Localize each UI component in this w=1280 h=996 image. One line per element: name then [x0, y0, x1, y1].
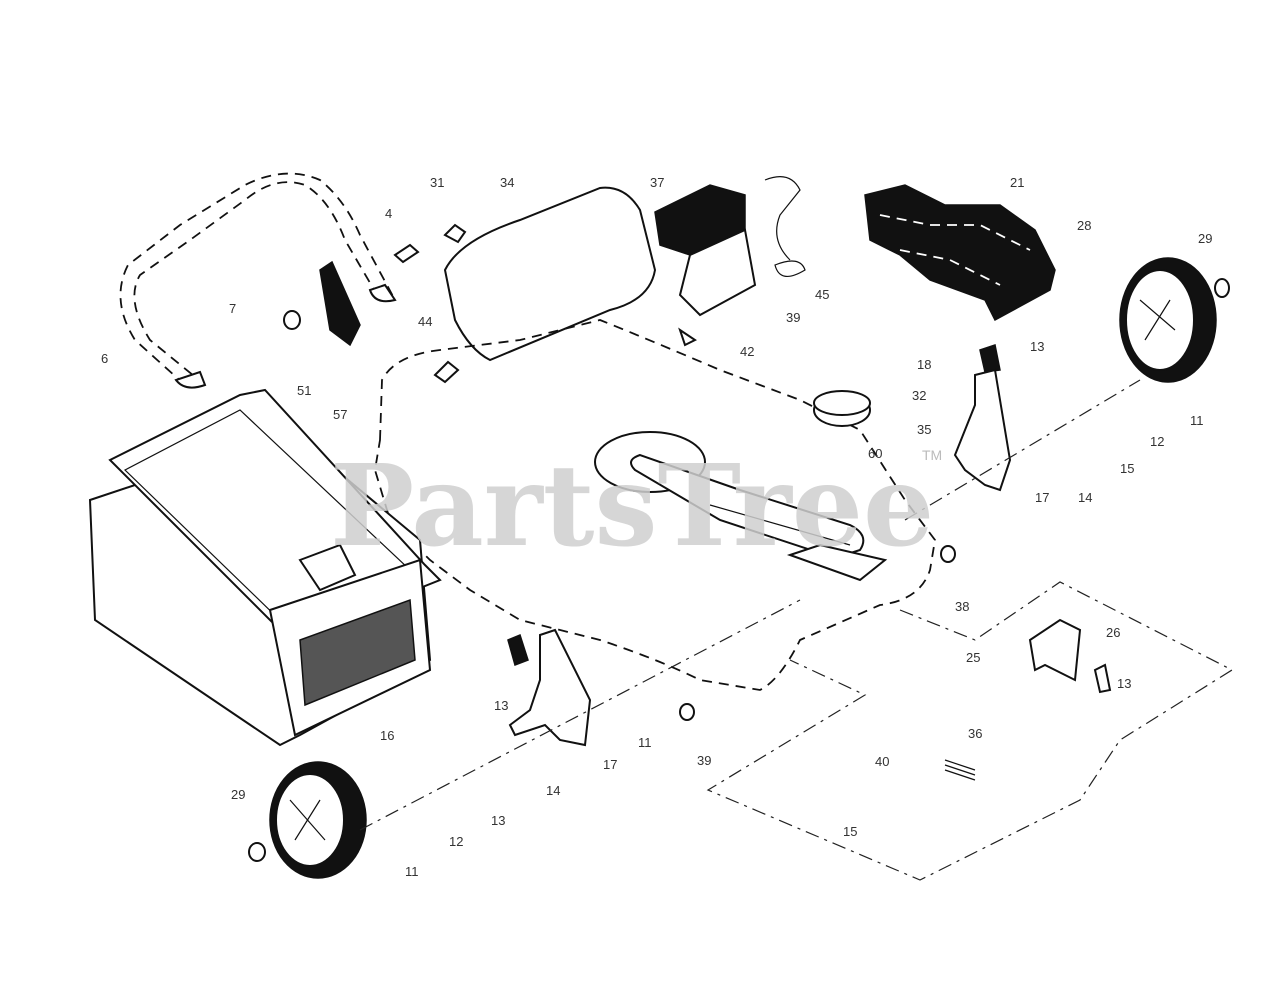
watermark-trademark: TM — [922, 447, 942, 463]
callout-34: 34 — [500, 175, 514, 190]
callout-11-mid: 11 — [638, 735, 652, 750]
callout-15-blade: 15 — [843, 824, 857, 839]
callout-29-rear: 29 — [231, 787, 245, 802]
callout-57: 57 — [333, 407, 347, 422]
callout-45: 45 — [815, 287, 829, 302]
drive-belt-part[interactable] — [594, 431, 888, 582]
deck-disc-part[interactable] — [813, 390, 871, 427]
front-cover-part[interactable] — [864, 184, 1056, 322]
callout-31: 31 — [430, 175, 444, 190]
handle-part[interactable] — [119, 172, 397, 389]
callout-28-front: 28 — [1077, 218, 1091, 233]
callout-42: 42 — [740, 344, 754, 359]
watermark-text: PartsTree — [330, 441, 934, 572]
callout-36: 36 — [968, 726, 982, 741]
callout-40: 40 — [875, 754, 889, 769]
callout-60: 60 — [868, 446, 882, 461]
callout-32: 32 — [912, 388, 926, 403]
callout-25: 25 — [966, 650, 980, 665]
callout-13-blade: 13 — [1117, 676, 1131, 691]
callout-6: 6 — [101, 351, 108, 366]
callout-15-front: 15 — [1120, 461, 1134, 476]
callout-51: 51 — [297, 383, 311, 398]
callout-11-rear: 11 — [405, 864, 419, 879]
callout-21: 21 — [1010, 175, 1024, 190]
axle-lines — [359, 379, 1141, 831]
wheel-front-part[interactable] — [1119, 257, 1230, 383]
height-adjuster-rear-part[interactable] — [507, 628, 592, 747]
callout-7: 7 — [229, 301, 236, 316]
callout-17-rear: 17 — [603, 757, 617, 772]
callout-16: 16 — [380, 728, 394, 743]
callout-11-front: 11 — [1190, 413, 1204, 428]
washer-part[interactable] — [679, 545, 956, 721]
rear-cover-part[interactable] — [443, 186, 657, 362]
callout-26: 26 — [1106, 625, 1120, 640]
blade-assembly-box — [706, 581, 1234, 881]
callout-29-front: 29 — [1198, 231, 1212, 246]
wheel-rear-part[interactable] — [248, 761, 367, 879]
callout-39-blade: 39 — [697, 753, 711, 768]
blade-adapter-part[interactable] — [944, 618, 1112, 781]
callout-14-front: 14 — [1078, 490, 1092, 505]
callout-18: 18 — [917, 357, 931, 372]
callout-38: 38 — [955, 599, 969, 614]
callout-12-rear: 12 — [449, 834, 463, 849]
handle-bracket-part[interactable] — [283, 260, 361, 347]
callout-13-front: 13 — [1030, 339, 1044, 354]
callout-13-axle: 13 — [491, 813, 505, 828]
callout-4: 4 — [385, 206, 392, 221]
height-adjuster-front-part[interactable] — [953, 344, 1012, 492]
callout-35: 35 — [917, 422, 931, 437]
callout-12-front: 12 — [1150, 434, 1164, 449]
mower-deck-part[interactable] — [374, 319, 936, 691]
callout-44: 44 — [418, 314, 432, 329]
callout-37: 37 — [650, 175, 664, 190]
callout-14-rear: 14 — [546, 783, 560, 798]
grass-catcher-part[interactable] — [88, 388, 442, 747]
battery-part[interactable] — [654, 176, 806, 347]
callout-13-rear: 13 — [494, 698, 508, 713]
bolt-part[interactable] — [393, 223, 467, 384]
callout-39-top: 39 — [786, 310, 800, 325]
callout-17-front: 17 — [1035, 490, 1049, 505]
